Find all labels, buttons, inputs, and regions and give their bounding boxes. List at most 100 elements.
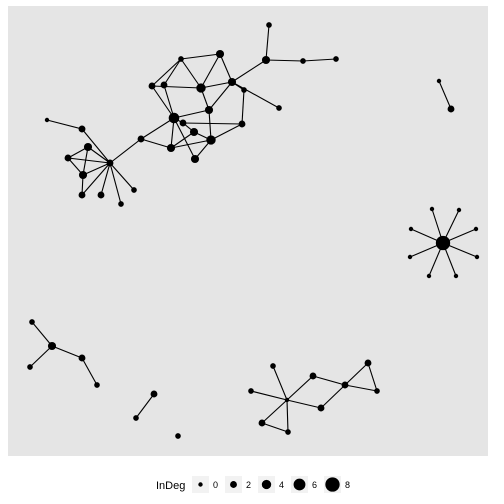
network-node [189,127,199,137]
network-edge [163,84,175,119]
network-node [168,112,180,124]
network-node [29,319,35,325]
network-edge [81,128,111,164]
network-node [137,135,145,143]
network-edge [200,81,233,89]
network-edge [109,162,135,191]
network-node [258,419,266,427]
legend-key-label: 2 [246,480,251,490]
legend-key-label: 8 [345,480,350,490]
network-edge [367,362,378,392]
legend-key-label: 4 [279,480,284,490]
network-edge [140,117,175,140]
network-node [78,125,86,133]
network-node [175,433,181,439]
network-edge [241,89,245,125]
network-edge [219,53,233,83]
legend-key-symbol [293,478,306,491]
network-edge [261,422,289,433]
network-edge [344,362,369,386]
network-node [131,187,137,193]
network-node [453,273,459,279]
network-edge [286,375,314,401]
network-edge [67,157,111,164]
network-edge [180,53,221,60]
network-node [83,142,93,152]
network-edge [312,375,346,386]
network-node [429,206,435,212]
network-edge [210,123,243,141]
network-node [27,364,33,370]
network-edge [31,321,53,347]
network-node [436,78,442,84]
network-node [78,170,88,180]
network-node [456,207,462,213]
network-edge [200,53,221,89]
network-edge [173,109,210,119]
network-edge [320,384,346,409]
legend-key-label: 0 [213,480,218,490]
network-node [178,56,184,62]
network-edge [231,81,280,109]
legend-key-symbol [261,479,272,490]
network-node [341,381,349,389]
network-node [64,154,72,162]
network-edge [208,81,233,111]
network-node [435,235,451,251]
network-edge [29,345,53,368]
plot-panel-background [8,6,488,456]
network-edge [272,365,288,401]
network-node [270,363,276,369]
nodes-layer [27,22,480,439]
network-node [204,105,214,115]
network-node [150,390,158,398]
network-edge [182,122,243,125]
network-node [227,77,237,87]
network-node [166,143,176,153]
network-node [78,354,86,362]
network-node [407,254,413,260]
network-node [44,117,50,123]
network-edge [109,162,122,205]
network-edge [286,399,322,409]
network-edge [170,139,212,149]
network-node [106,159,114,167]
network-node [248,388,254,394]
network-node [309,372,317,380]
network-edge [344,384,378,392]
network-edge [261,399,288,424]
legend-key-symbol [230,481,237,488]
network-node [426,273,432,279]
network-node [179,119,187,127]
network-node [206,135,216,145]
legend: InDeg 0 2 4 6 8 [156,476,350,493]
network-node [447,105,455,113]
network-edge [82,146,89,176]
network-node [118,201,124,207]
network-edge [265,24,270,61]
network-edge [87,146,111,164]
network-node [133,415,139,421]
network-node [474,254,480,260]
network-node [276,105,282,111]
legend-keys: 0 2 4 6 8 [192,476,350,493]
network-edge [208,109,212,141]
network-node [148,82,156,90]
legend-title: InDeg [156,480,185,492]
network-edge [438,80,452,110]
network-node [300,58,306,64]
network-node [196,83,206,93]
legend-key-symbol [325,477,340,492]
network-node [190,154,200,164]
legend-key-label: 6 [312,480,317,490]
network-node [160,81,168,89]
network-edge [170,131,195,149]
network-node [317,404,325,412]
network-node [284,397,290,403]
network-node [97,191,105,199]
network-node [364,359,372,367]
network-edge [51,345,83,359]
network-node [374,388,380,394]
network-edge [151,85,175,119]
